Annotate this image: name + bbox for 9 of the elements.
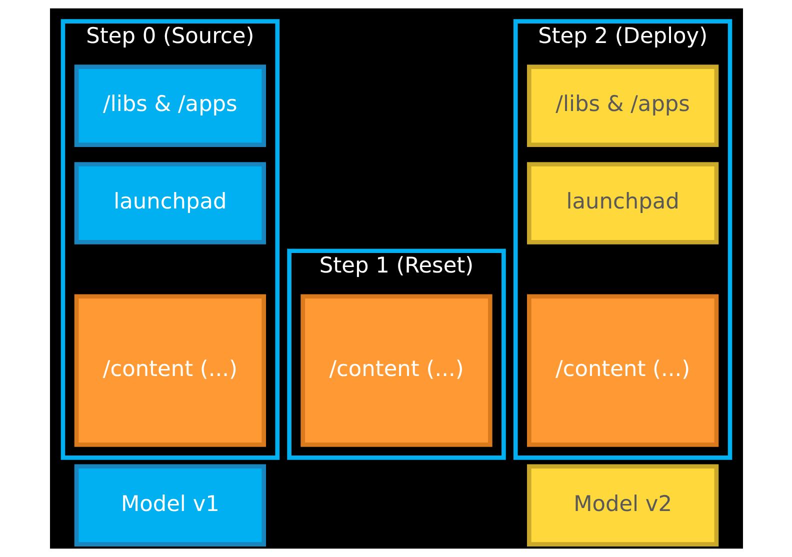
node-box: /content (...): [526, 294, 718, 447]
node-box: launchpad: [526, 162, 718, 244]
node-box: launchpad: [74, 162, 266, 244]
node-box: Model v1: [74, 464, 266, 546]
node-box: /libs & /apps: [74, 64, 266, 147]
node-box: /libs & /apps: [526, 64, 718, 147]
node-box: /content (...): [74, 294, 266, 447]
node-box: Model v2: [526, 464, 718, 546]
node-box: /content (...): [300, 294, 492, 447]
